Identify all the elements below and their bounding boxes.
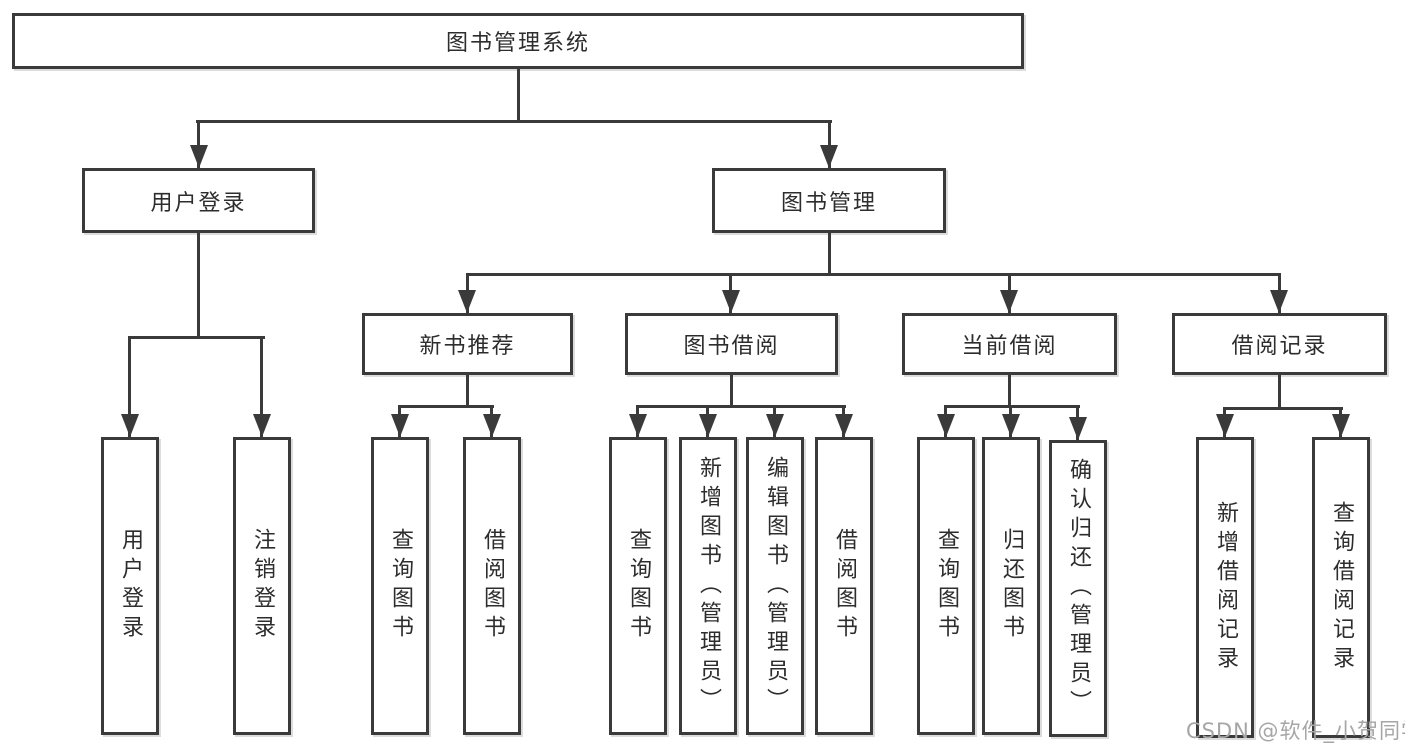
leaf-label: 新增借阅记录 xyxy=(1213,500,1238,675)
leaf-label: 借阅图书 xyxy=(832,528,857,644)
arrow-down-icon xyxy=(190,145,208,168)
connector-line xyxy=(944,405,1080,408)
arrow-down-icon xyxy=(1000,290,1018,313)
connector-line xyxy=(197,120,200,168)
node-user-login: 用户登录 xyxy=(82,168,315,233)
leaf-label: 确认归还（管理员） xyxy=(1066,458,1091,719)
node-new-book-recommendation: 新书推荐 xyxy=(362,313,573,375)
arrow-down-icon xyxy=(629,414,647,437)
node-borrowing-records: 借阅记录 xyxy=(1172,313,1387,375)
connector-line xyxy=(636,405,846,408)
connector-line xyxy=(260,336,263,437)
leaf-query-books-borrowing: 查询图书 xyxy=(609,437,667,735)
leaf-borrow-books: 借阅图书 xyxy=(815,437,873,735)
arrow-down-icon xyxy=(820,145,838,168)
leaf-label: 归还图书 xyxy=(999,528,1024,644)
node-current-borrowing: 当前借阅 xyxy=(902,313,1117,375)
leaf-label: 注销登录 xyxy=(250,528,275,644)
leaf-edit-books-admin: 编辑图书（管理员） xyxy=(746,437,804,735)
arrow-down-icon xyxy=(1332,414,1350,437)
connector-line xyxy=(1223,407,1343,410)
node-library-management-system: 图书管理系统 xyxy=(12,13,1024,69)
leaf-label: 新增图书（管理员） xyxy=(696,455,721,717)
arrow-down-icon xyxy=(722,290,740,313)
leaf-label: 查询借阅记录 xyxy=(1329,500,1354,675)
connector-line xyxy=(828,233,831,273)
arrow-down-icon xyxy=(1002,414,1020,437)
connector-line xyxy=(828,120,831,168)
connector-line xyxy=(1008,375,1011,405)
node-book-borrowing: 图书借阅 xyxy=(625,313,838,375)
leaf-label: 查询图书 xyxy=(388,528,413,644)
arrow-down-icon xyxy=(937,414,955,437)
leaf-label: 用户登录 xyxy=(118,528,143,644)
leaf-return-books: 归还图书 xyxy=(982,437,1040,735)
arrow-down-icon xyxy=(121,414,139,437)
connector-line xyxy=(466,375,469,405)
leaf-borrow-books-recommend: 借阅图书 xyxy=(463,437,521,735)
leaf-label: 编辑图书（管理员） xyxy=(763,455,788,717)
leaf-query-books-recommend: 查询图书 xyxy=(371,437,429,735)
arrow-down-icon xyxy=(699,414,717,437)
arrow-down-icon xyxy=(1270,290,1288,313)
watermark: CSDN @软件_小贺同学 xyxy=(1186,719,1405,743)
node-book-management: 图书管理 xyxy=(712,168,946,233)
arrow-down-icon xyxy=(483,414,501,437)
arrow-down-icon xyxy=(1069,417,1087,440)
arrow-down-icon xyxy=(766,414,784,437)
arrow-down-icon xyxy=(835,414,853,437)
leaf-label: 查询图书 xyxy=(626,528,651,644)
leaf-query-borrow-record: 查询借阅记录 xyxy=(1312,437,1370,738)
leaf-label: 查询图书 xyxy=(934,528,959,644)
connector-line xyxy=(466,273,1281,276)
leaf-query-books-current: 查询图书 xyxy=(917,437,975,735)
leaf-user-login: 用户登录 xyxy=(101,437,159,735)
connector-line xyxy=(730,375,733,405)
connector-line xyxy=(197,233,200,336)
connector-line xyxy=(128,336,131,437)
arrow-down-icon xyxy=(391,414,409,437)
leaf-confirm-return-admin: 确认归还（管理员） xyxy=(1049,440,1107,737)
connector-line xyxy=(128,336,265,339)
leaf-label: 借阅图书 xyxy=(480,528,505,644)
arrow-down-icon xyxy=(458,290,476,313)
connector-line xyxy=(398,405,494,408)
connector-line xyxy=(1278,375,1281,407)
connector-line xyxy=(517,69,520,122)
arrow-down-icon xyxy=(253,414,271,437)
leaf-add-books-admin: 新增图书（管理员） xyxy=(679,437,737,735)
leaf-logout: 注销登录 xyxy=(233,437,291,735)
leaf-add-borrow-record: 新增借阅记录 xyxy=(1196,437,1254,738)
arrow-down-icon xyxy=(1216,414,1234,437)
connector-line xyxy=(196,120,832,123)
